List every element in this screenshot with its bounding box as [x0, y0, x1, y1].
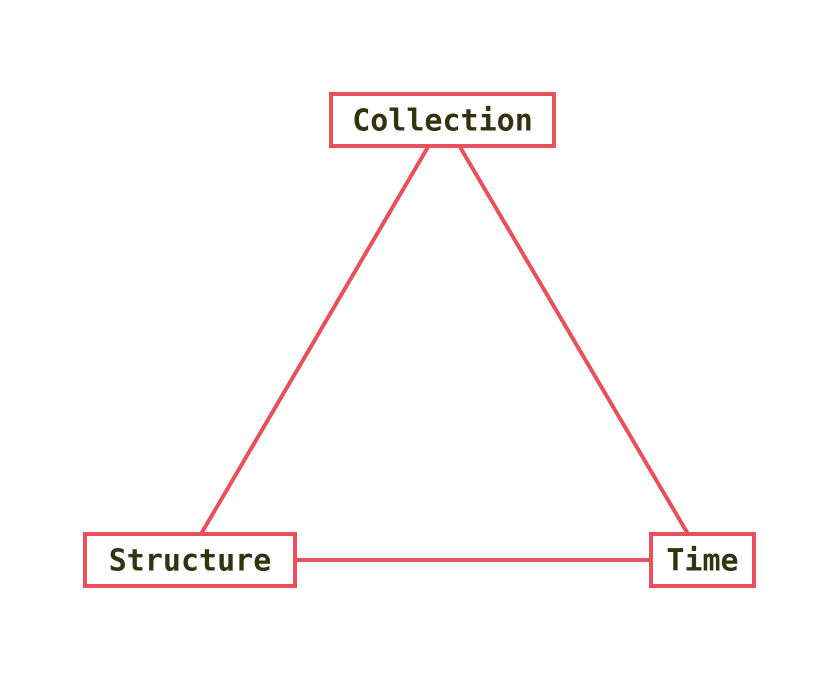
- node-collection: Collection: [329, 92, 556, 148]
- node-structure-box: [83, 532, 297, 588]
- node-time-box: [649, 532, 756, 588]
- node-time: Time: [649, 532, 756, 588]
- edge-collection-structure: [199, 145, 430, 536]
- node-time-label: Time: [666, 544, 738, 579]
- edge-collection-time: [458, 145, 690, 536]
- node-collection-label: Collection: [352, 104, 533, 139]
- node-structure-label: Structure: [109, 544, 272, 579]
- node-structure: Structure: [83, 532, 297, 588]
- node-collection-box: [329, 92, 556, 148]
